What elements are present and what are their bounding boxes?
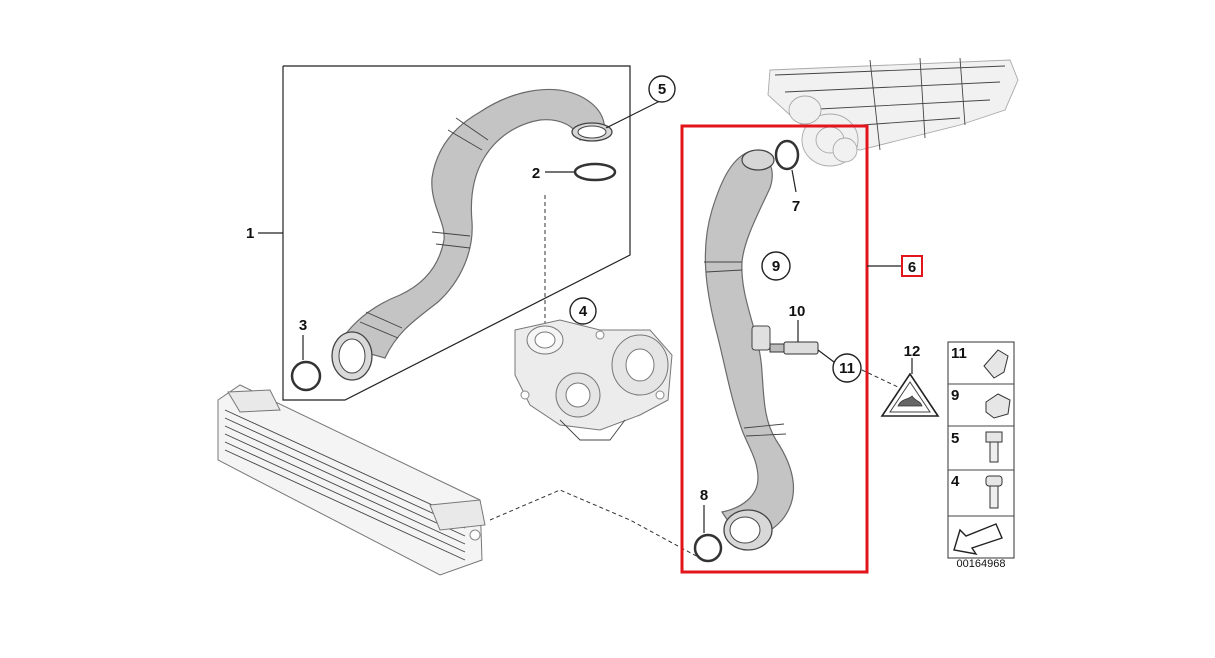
legend-item-label-11: 11	[951, 345, 967, 362]
bolt-icon	[985, 431, 1003, 463]
highlight-box-6	[680, 124, 869, 574]
callout-circle-11	[832, 353, 862, 383]
intake-manifold-ghost	[767, 57, 1019, 167]
callout-10: 10	[789, 303, 806, 320]
callout-7: 7	[792, 198, 800, 215]
callout-4: 4	[579, 303, 588, 320]
diagram-number: 00164968	[957, 558, 1006, 570]
leader-11-12	[861, 369, 901, 389]
direction-arrow-icon	[953, 523, 1003, 555]
callout-12: 12	[904, 343, 921, 360]
seal-ring-3	[290, 335, 322, 392]
callout-11: 11	[839, 360, 855, 377]
intercooler	[217, 384, 486, 576]
callout-6: 6	[908, 259, 916, 276]
turbocharger-4	[514, 319, 673, 441]
callout-5: 5	[658, 81, 666, 98]
callout-box-6	[901, 255, 923, 277]
callout-circle-9	[761, 251, 791, 281]
legend-item-label-9: 9	[951, 387, 959, 404]
bolt-icon-2	[985, 475, 1003, 509]
assembly-frame-1	[258, 65, 631, 401]
callout-3: 3	[299, 317, 307, 334]
callout-8: 8	[700, 487, 708, 504]
legend-item-label-5: 5	[951, 430, 959, 447]
charge-air-hose-1	[331, 88, 613, 381]
legend-panel	[947, 341, 1015, 559]
charge-air-hose-9	[704, 149, 795, 551]
legend-item-label-4: 4	[951, 473, 960, 490]
callout-1: 1	[246, 225, 254, 242]
warning-label-12	[880, 358, 940, 417]
callout-2: 2	[532, 165, 540, 182]
clip-icon	[983, 349, 1009, 379]
callout-9: 9	[772, 258, 780, 275]
callout-circle-4	[569, 297, 597, 325]
leader-5	[605, 99, 663, 129]
seal-ring-8	[693, 505, 723, 563]
seal-ring-2	[545, 162, 617, 182]
leader-intercooler-8	[489, 489, 701, 559]
clip-nut-icon	[985, 393, 1011, 419]
callout-circle-5	[648, 75, 676, 103]
seal-ring-7	[774, 139, 800, 193]
sensor-10	[769, 320, 835, 363]
